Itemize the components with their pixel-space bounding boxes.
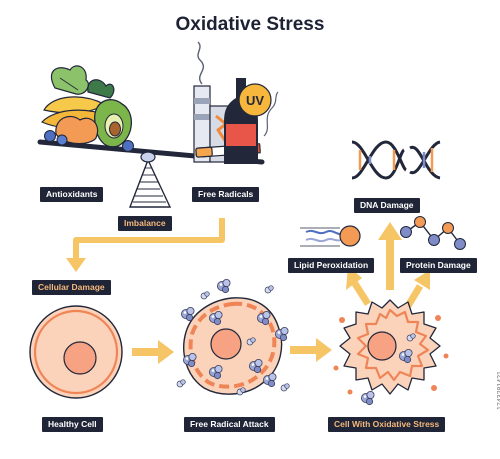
label-cell-with-oxidative-stress: Cell With Oxidative Stress: [328, 417, 446, 432]
dna-helix-icon: [351, 140, 441, 180]
fruit-basket-icon: [40, 65, 134, 152]
lipid-molecule-icon: [300, 225, 361, 247]
label-free-radicals: Free Radicals: [192, 187, 260, 202]
arrow-healthy-to-attack: [132, 340, 174, 364]
label-antioxidants: Antioxidants: [40, 187, 104, 202]
arrow-to-dna-damage: [378, 222, 402, 290]
bottle-icon: UV: [224, 78, 272, 164]
label-lipid-peroxidation: Lipid Peroxidation: [288, 258, 375, 273]
label-dna-damage: DNA Damage: [354, 198, 420, 213]
flow-arrow-to-damage: [66, 218, 225, 272]
label-healthy-cell: Healthy Cell: [42, 417, 103, 432]
healthy-cell-icon: [29, 305, 123, 399]
label-protein-damage: Protein Damage: [400, 258, 477, 273]
label-imbalance: Imbalance: [118, 216, 172, 231]
page-title: Oxidative Stress: [175, 14, 325, 35]
protein-chain-icon: [400, 216, 466, 250]
image-id-watermark: 1743281421: [487, 300, 500, 410]
stressed-cell-icon: [333, 299, 449, 395]
uv-text: UV: [246, 93, 264, 108]
arrow-to-protein-damage: [404, 270, 430, 308]
arrow-attack-to-stress: [290, 338, 332, 362]
label-free-radical-attack: Free Radical Attack: [184, 417, 275, 432]
label-cellular-damage: Cellular Damage: [32, 280, 111, 295]
